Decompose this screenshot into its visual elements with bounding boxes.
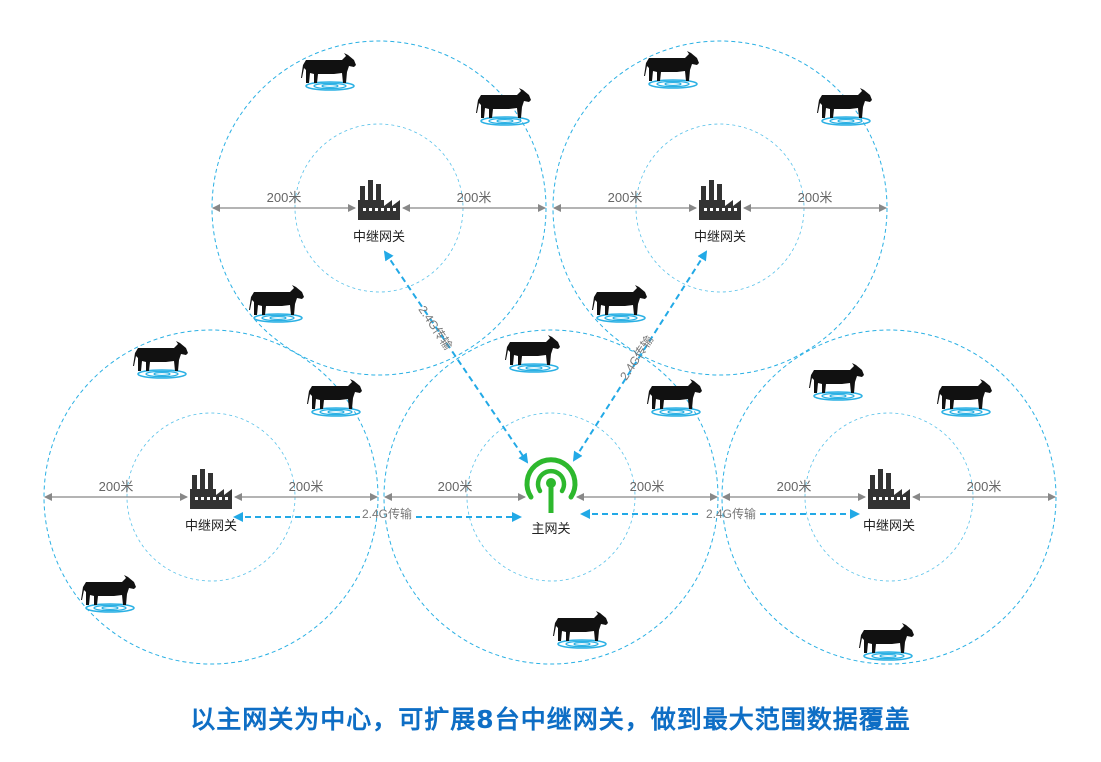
- cow-icon: [80, 574, 137, 613]
- outer-coverage-circle: [383, 329, 719, 665]
- distance-label: 200米: [630, 479, 665, 494]
- link-label: 2.4G传输: [362, 506, 412, 521]
- distance-label: 200米: [438, 479, 473, 494]
- cow-icon: [300, 52, 357, 91]
- distance-label: 200米: [777, 479, 812, 494]
- wireless-tower-icon: [524, 457, 578, 513]
- main-gateway-label: 主网关: [531, 521, 570, 536]
- factory-icon: [868, 469, 910, 509]
- distance-label: 200米: [967, 479, 1002, 494]
- cow-icon: [591, 284, 648, 323]
- distance-label: 200米: [608, 190, 643, 205]
- factory-icon: [190, 469, 232, 509]
- outer-coverage-circle: [552, 40, 888, 376]
- outer-coverage-circle: [43, 329, 379, 665]
- cow-icon: [808, 362, 865, 401]
- distance-dimensions: 200米 200米 200米 200米 200米 200米 200米 200米 200米 200米: [44, 190, 1056, 501]
- distance-label: 200米: [457, 190, 492, 205]
- diagram-caption: 以主网关为中心，可扩展8台中继网关，做到最大范围数据覆盖: [190, 705, 911, 734]
- factory-icon: [699, 180, 741, 220]
- cow-icon: [643, 50, 700, 89]
- cow-icon: [475, 87, 532, 126]
- cow-icon: [248, 284, 305, 323]
- distance-label: 200米: [267, 190, 302, 205]
- gateway-nodes: 中继网关中继网关中继网关主网关中继网关: [185, 180, 915, 536]
- cow-icon: [858, 622, 915, 661]
- factory-icon: [358, 180, 400, 220]
- relay-gateway-label: 中继网关: [694, 229, 746, 244]
- outer-coverage-circle: [211, 40, 547, 376]
- cow-icon: [552, 610, 609, 649]
- cow-icon: [132, 340, 189, 379]
- transmission-arrow: [572, 250, 708, 462]
- cattle-group: [80, 50, 993, 661]
- outer-coverage-circle: [721, 329, 1057, 665]
- cow-icon: [504, 334, 561, 373]
- link-label: 2.4G传输: [616, 332, 656, 382]
- cow-icon: [936, 378, 993, 417]
- link-label: 2.4G传输: [416, 303, 456, 353]
- cow-icon: [816, 87, 873, 126]
- relay-gateway-label: 中继网关: [353, 229, 405, 244]
- distance-label: 200米: [99, 479, 134, 494]
- relay-gateway-label: 中继网关: [863, 518, 915, 533]
- distance-label: 200米: [289, 479, 324, 494]
- relay-gateway-label: 中继网关: [185, 518, 237, 533]
- distance-label: 200米: [798, 190, 833, 205]
- transmission-arrow: [383, 250, 529, 464]
- link-label: 2.4G传输: [706, 506, 756, 521]
